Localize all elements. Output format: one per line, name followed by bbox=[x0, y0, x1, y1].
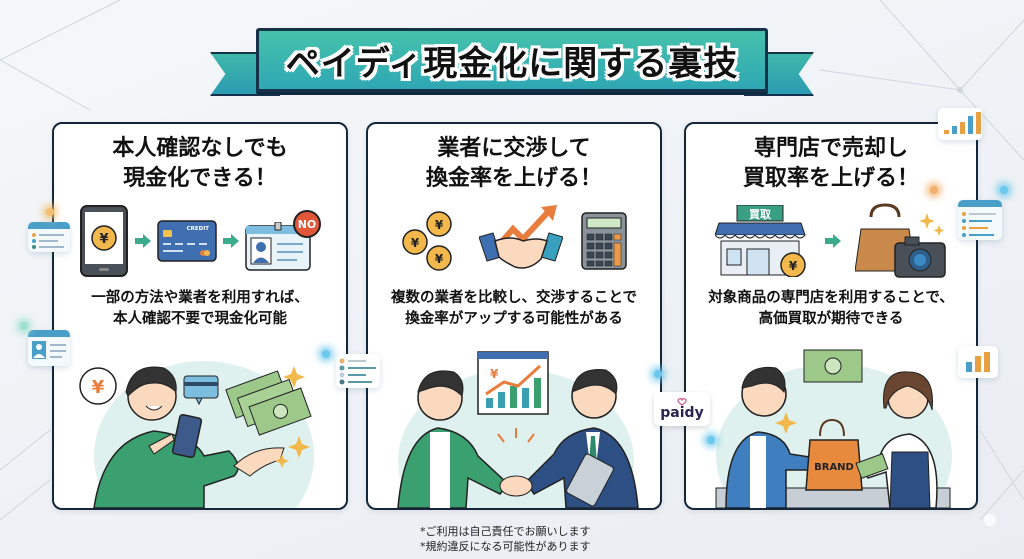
svg-text:買取: 買取 bbox=[749, 208, 771, 221]
svg-text:¥: ¥ bbox=[435, 252, 444, 266]
ribbon-banner: ペイディ現金化に関する裏技 bbox=[256, 28, 768, 92]
panel-negotiate-rate: 業者に交渉して 換金率を上げる！ ¥ ¥ ¥ bbox=[366, 122, 662, 510]
panel-description: 一部の方法や業者を利用すれば、 本人確認不要で現金化可能 bbox=[91, 290, 309, 327]
shop-icon: 買取 ¥ bbox=[715, 205, 806, 277]
floating-bar-chart-widget bbox=[938, 108, 982, 140]
panel-title: 専門店で売却し 買取率を上げる！ bbox=[742, 136, 919, 191]
disclaimer-line: *ご利用は自己責任でお願いします bbox=[420, 525, 591, 538]
panel-title: 本人確認なしでも 現金化できる！ bbox=[112, 136, 288, 191]
yen-coins-icon: ¥ ¥ ¥ bbox=[402, 211, 452, 271]
panel-specialty-shop: 専門店で売却し 買取率を上げる！ 買取 ¥ 対象商品の専門店を利用することで bbox=[684, 122, 978, 510]
customer-selling-bag-illustration: BRAND bbox=[715, 349, 952, 508]
panel-description: 複数の業者を比較し、交渉することで 換金率がアップする可能性がある bbox=[390, 290, 638, 327]
arrow-right-icon bbox=[223, 234, 239, 248]
icon-row: ¥ CREDIT NO bbox=[54, 198, 346, 284]
calculator-icon bbox=[581, 212, 627, 270]
paidy-logo-badge: paidy bbox=[654, 392, 710, 426]
floating-profile-widget bbox=[28, 330, 70, 366]
bag-camera-icon bbox=[855, 203, 946, 278]
disclaimer-line: *規約違反になる可能性があります bbox=[420, 540, 591, 553]
icon-row: 買取 ¥ bbox=[686, 198, 976, 284]
svg-text:¥: ¥ bbox=[411, 236, 420, 250]
disclaimer: *ご利用は自己責任でお願いします *規約違反になる可能性があります bbox=[420, 524, 591, 554]
glow-dot bbox=[322, 350, 330, 358]
title-ribbon: ペイディ現金化に関する裏技 bbox=[210, 24, 814, 104]
glow-dot bbox=[1000, 186, 1008, 194]
floating-progress-widget bbox=[336, 354, 380, 388]
arrow-right-icon bbox=[825, 234, 841, 248]
smartphone-yen-icon: ¥ bbox=[80, 205, 128, 277]
svg-text:¥: ¥ bbox=[99, 232, 108, 247]
glow-dot bbox=[707, 436, 715, 444]
glow-dot bbox=[654, 370, 662, 378]
handshake-with-dealer-illustration: ¥ bbox=[397, 351, 639, 508]
svg-text:CREDIT: CREDIT bbox=[187, 226, 210, 232]
floating-bar-chart-widget bbox=[958, 346, 998, 378]
glow-dot bbox=[20, 322, 28, 330]
no-badge: NO bbox=[293, 210, 321, 238]
panel-title: 業者に交渉して 換金率を上げる！ bbox=[425, 136, 602, 191]
heart-icon bbox=[677, 398, 687, 406]
handshake-trend-icon bbox=[479, 205, 563, 269]
svg-text:BRAND: BRAND bbox=[814, 462, 854, 473]
floating-list-widget bbox=[958, 200, 1002, 240]
man-with-phone-and-cash-illustration: ¥ bbox=[79, 361, 314, 508]
svg-text:¥: ¥ bbox=[435, 218, 444, 232]
glow-dot bbox=[930, 186, 938, 194]
arrow-right-icon bbox=[135, 234, 151, 248]
icon-row: ¥ ¥ ¥ bbox=[368, 198, 660, 284]
svg-text:¥: ¥ bbox=[92, 377, 105, 398]
id-card-icon bbox=[245, 222, 311, 271]
panel-no-id-verification: 本人確認なしでも 現金化できる！ ¥ CREDIT bbox=[52, 122, 348, 510]
glow-dot bbox=[46, 208, 54, 216]
floating-list-widget bbox=[28, 222, 70, 252]
svg-text:¥: ¥ bbox=[789, 259, 798, 273]
panel-description: 対象商品の専門店を利用することで、 高価買取が期待できる bbox=[708, 290, 954, 327]
id-card-with-no-badge: NO bbox=[245, 210, 321, 272]
svg-text:¥: ¥ bbox=[490, 367, 499, 381]
credit-card-icon: CREDIT bbox=[157, 220, 217, 262]
page-title: ペイディ現金化に関する裏技 bbox=[285, 43, 739, 84]
paidy-logo-text: paidy bbox=[660, 405, 704, 421]
